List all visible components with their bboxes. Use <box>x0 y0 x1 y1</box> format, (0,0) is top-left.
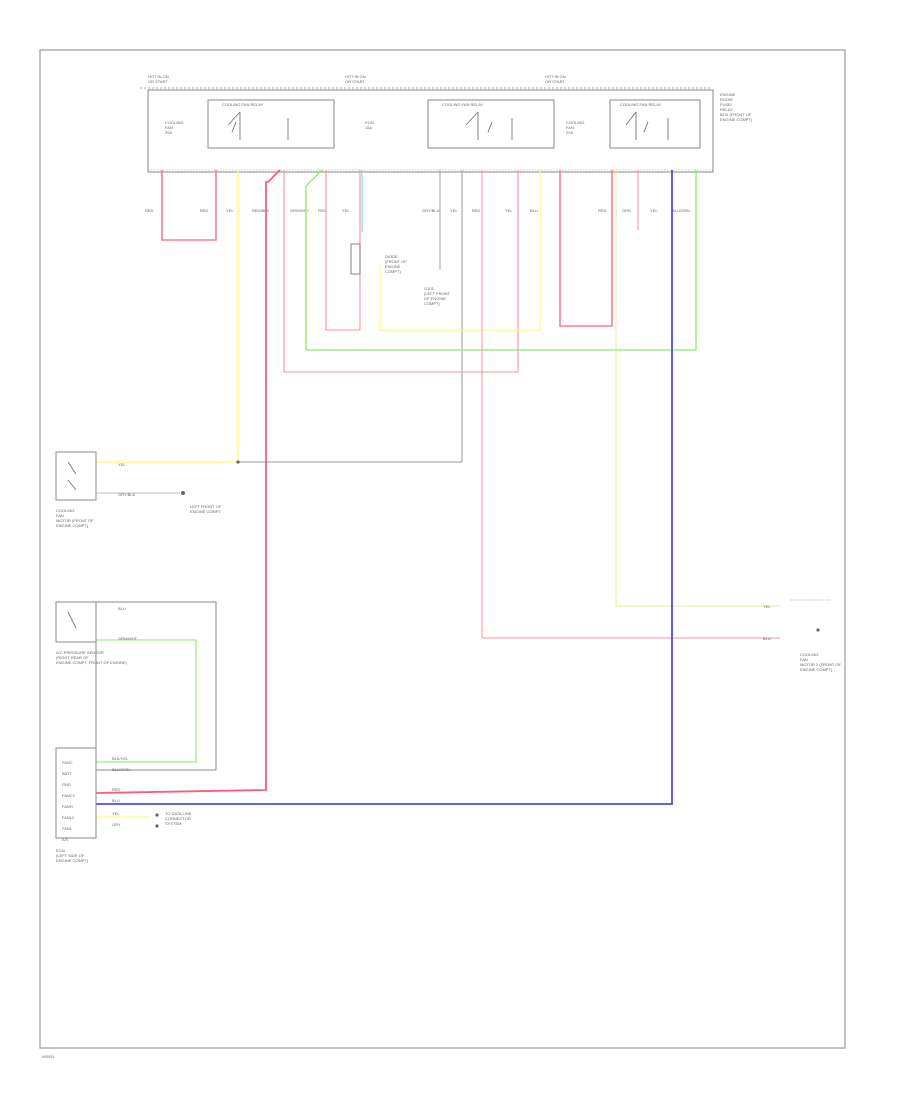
ac-sensor-box <box>55 601 97 643</box>
ecm-wire-label-6: GRY <box>112 822 121 827</box>
junction-dot-fan <box>236 460 240 464</box>
wire-label-1: RED <box>145 208 154 213</box>
wire-blue-ecm <box>96 170 673 805</box>
ecm-pin-2: BATT <box>62 771 72 776</box>
wire-red-relay3-loop <box>559 170 613 327</box>
relay-3-box <box>609 99 701 149</box>
wire-red-left-loop <box>161 170 217 241</box>
fan-motor-wire-label: YEL <box>118 462 126 467</box>
relay-2-header: COOLING FAN RELAY <box>442 102 484 107</box>
relay-2-switch <box>465 111 493 140</box>
footer-code: W0051 <box>42 1054 55 1059</box>
wire-green-ecm <box>96 639 197 763</box>
relay-1-switch <box>227 111 241 140</box>
wire-label-7: YEL <box>342 208 350 213</box>
ecm-wire-label-4: BLU <box>112 798 120 803</box>
ecm-pin-8: A/C <box>62 837 69 842</box>
ecm-pin-3: GND <box>62 782 71 787</box>
fan-motor-switch-icon <box>67 461 77 491</box>
wire-yellow-center-loop <box>379 170 541 331</box>
right-wire-label-1: YEL <box>763 604 771 609</box>
ac-sensor-wire-label-2: GRN/WHT <box>118 636 138 641</box>
wire-label-6: RED <box>318 208 327 213</box>
wire-red-ecm <box>95 169 281 794</box>
wire-pink-right <box>481 170 780 639</box>
ecm-wire-label-3: RED <box>112 787 121 792</box>
ecm-pin-1: FANC <box>62 760 73 765</box>
fan-motor-wire-label-2: GRY/BLK <box>118 492 136 497</box>
wire-label-14: GRN <box>622 208 631 213</box>
relay-3-switch <box>625 111 649 140</box>
wire-gray-fan <box>238 170 463 463</box>
ecm-pin-7: FANL <box>62 826 73 831</box>
ac-sensor-wire-label: BLU <box>118 606 126 611</box>
wire-label-15: YEL <box>650 208 658 213</box>
wire-label-11: YEL <box>505 208 513 213</box>
wire-red-relay2-loop <box>283 170 519 373</box>
diode-body <box>350 243 361 275</box>
wire-label-12: BLU <box>530 208 538 213</box>
right-motor-dot <box>816 628 820 632</box>
ecm-wire-label-5: YEL <box>112 811 120 816</box>
ecm-box <box>55 747 97 839</box>
cooling-fan-motor-box <box>55 451 97 501</box>
relay-2-box <box>427 99 555 149</box>
wire-label-5: GRN/WHT <box>290 208 310 213</box>
ecm-pin-4: FANC2 <box>62 793 76 798</box>
relay-1-header: COOLING FAN RELAY <box>222 102 264 107</box>
wire-label-10: RED <box>472 208 481 213</box>
wire-label-16: BLU/GRN <box>672 208 690 213</box>
relay-1-box <box>207 99 335 149</box>
diagram-frame <box>39 49 846 1049</box>
ecm-pin-5: FANH <box>62 804 73 809</box>
ecm-wire-label-1: BLK/YEL <box>112 756 129 761</box>
right-wire-label-2: BLU <box>763 636 771 641</box>
wire-red-diode-loop <box>325 170 361 331</box>
ac-sensor-wire-box <box>95 601 217 771</box>
wire-label-4: RED/BLK <box>252 208 269 213</box>
relay-block-box <box>147 89 714 173</box>
relay-3-header: COOLING FAN RELAY <box>620 102 662 107</box>
fan-ground-dot <box>181 491 185 495</box>
wire-label-8: GRY/BLU <box>422 208 440 213</box>
wire-label-9: YEL <box>450 208 458 213</box>
wire-green-loop <box>305 169 697 351</box>
wire-label-3: YEL <box>226 208 234 213</box>
wire-label-2: RED <box>200 208 209 213</box>
ecm-wire-label-2: BLU/GRN <box>112 767 130 772</box>
ac-sensor-switch-icon <box>67 611 77 629</box>
wire-label-13: RED <box>598 208 607 213</box>
ecm-pin-6: FANL2 <box>62 815 75 820</box>
ecm-connector-dot-2 <box>155 824 159 828</box>
wire-yellow-right <box>615 170 780 607</box>
ecm-connector-dot-1 <box>155 813 159 817</box>
